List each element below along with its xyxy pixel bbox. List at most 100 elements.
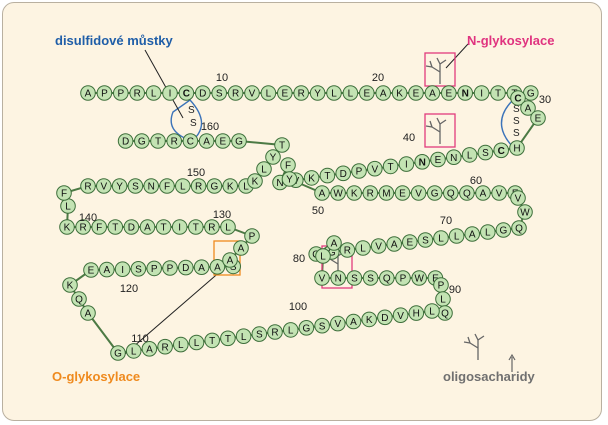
residue-bead: L [433,230,449,246]
svg-text:G: G [500,226,508,237]
svg-text:L: L [225,223,231,234]
residue-bead: D [123,219,140,235]
residue-bead: S [362,270,379,286]
residue-bead: G [110,345,126,361]
residue-bead: N [143,178,159,194]
svg-text:E: E [435,155,442,166]
residue-bead: A [209,259,226,275]
svg-text:V: V [496,189,503,200]
svg-text:T: T [161,223,167,234]
residue-bead: L [342,85,359,101]
residue-bead: A [198,133,215,149]
svg-text:D: D [199,89,206,100]
svg-text:L: L [454,232,460,243]
diagram-frame [2,2,602,421]
residue-bead: A [314,185,330,201]
svg-text:K: K [351,189,358,200]
residue-bead: L [173,336,189,353]
svg-text:L: L [320,252,326,263]
oligosaccharide-tree-icon [425,117,447,144]
svg-text:D: D [340,169,347,180]
residue-bead: Y [281,171,298,187]
svg-text:M: M [382,189,390,200]
residue-bead: N [414,154,431,170]
residue-bead: V [330,315,346,332]
n-glyco-pointer-line [445,43,469,69]
residue-bead: T [204,332,220,349]
position-number: 140 [79,212,97,224]
residue-bead: V [244,85,260,101]
svg-text:A: A [480,189,487,200]
residue-bead: D [178,259,194,276]
residue-bead: W [330,185,346,201]
residue-bead: W [411,270,428,286]
residue-bead: L [125,343,142,359]
svg-text:E: E [399,189,406,200]
residue-bead: L [175,178,191,194]
svg-text:P: P [356,167,363,178]
svg-text:G: G [138,137,146,148]
residue-bead: Q [71,291,87,307]
svg-text:L: L [266,89,272,100]
residue-bead: L [355,240,371,256]
svg-text:A: A [331,239,338,250]
svg-text:N: N [419,157,426,168]
residue-bead: Q [437,305,453,321]
disulfide-pointer-line [144,49,184,119]
svg-text:L: L [467,151,473,162]
label-n-glycosylation: N-glykosylace [467,33,555,48]
residue-bead: H [509,140,525,156]
svg-text:L: L [180,182,186,193]
svg-text:S: S [319,321,326,332]
svg-text:K: K [396,89,403,100]
residue-bead: V [96,178,112,194]
residue-bead: A [424,85,441,101]
svg-text:Y: Y [270,153,277,164]
residue-bead: A [375,85,392,101]
residue-bead: R [227,85,244,101]
svg-text:V: V [249,89,256,100]
svg-text:Y: Y [286,175,293,186]
residue-bead: E [394,185,411,201]
residue-bead: Y [309,85,326,101]
svg-text:G: G [235,137,243,148]
residue-bead: R [293,85,310,101]
residue-bead: G [206,178,223,194]
svg-text:D: D [122,137,129,148]
residue-bead: K [303,170,320,186]
svg-text:A: A [144,223,151,234]
residue-bead: E [83,262,99,278]
svg-text:L: L [261,165,267,176]
residue-bead: A [233,240,249,256]
svg-text:Q: Q [515,224,523,235]
residue-bead: T [274,137,290,153]
residue-bead: L [145,85,162,101]
position-number: 110 [131,333,149,345]
residue-bead: L [282,322,299,338]
svg-text:K: K [67,281,74,292]
residue-bead: C [510,90,526,106]
svg-text:L: L [194,338,200,349]
residue-bead: S [127,178,144,194]
svg-text:V: V [397,311,404,322]
residue-bead: A [386,236,403,252]
svg-text:N: N [335,274,342,285]
svg-text:A: A [429,89,436,100]
svg-text:A: A [85,309,92,320]
svg-text:E: E [281,89,288,100]
residue-bead: G [134,133,150,149]
residue-bead: T [150,133,166,149]
residue-bead: E [408,85,424,101]
residue-bead: G [495,222,512,238]
svg-text:P: P [438,281,445,292]
residue-bead: F [56,185,72,201]
svg-text:F: F [164,182,170,193]
residue-bead: Y [111,178,128,194]
svg-text:L: L [131,347,137,358]
svg-text:V: V [100,182,107,193]
position-number: 160 [201,121,219,133]
svg-text:A: A [227,256,234,267]
residue-bead: P [113,85,129,101]
residue-bead: A [520,100,536,116]
